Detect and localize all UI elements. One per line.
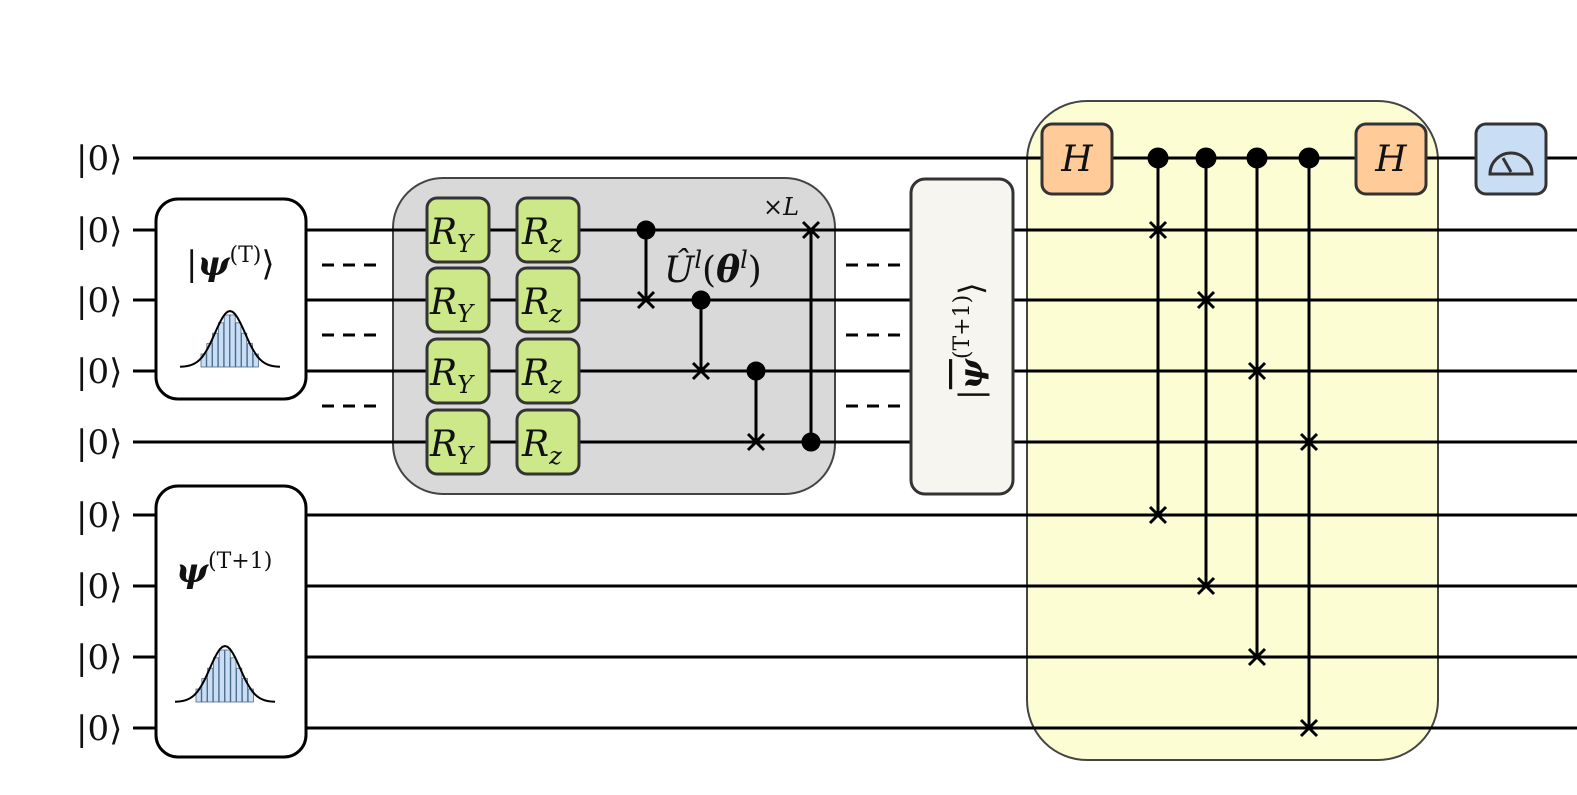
control-dot xyxy=(636,220,656,240)
swap-cross xyxy=(1148,220,1168,525)
wires xyxy=(133,156,1577,730)
bell-curve xyxy=(174,644,276,703)
control-dot xyxy=(1195,147,1217,169)
histogram-bar xyxy=(212,657,219,703)
control-dot xyxy=(801,432,821,452)
target-cross xyxy=(801,220,821,240)
rz-gate-label: Rz xyxy=(521,424,562,470)
histogram-icon xyxy=(179,309,281,368)
state-block-t: |ψ(T)⟩ xyxy=(154,197,308,401)
ry-gate: RY xyxy=(425,337,491,405)
rz-gate-box xyxy=(515,408,581,476)
state-block-t1: ψ(T+1) xyxy=(154,484,308,759)
rz-gate: Rz xyxy=(515,337,581,405)
qubit-label-8: |0⟩ xyxy=(76,709,122,749)
control-dot xyxy=(1246,147,1268,169)
meter-needle xyxy=(1501,157,1513,173)
histogram-bar xyxy=(218,649,225,703)
entangling-ladder xyxy=(636,220,821,452)
qubit-label-5: |0⟩ xyxy=(76,496,122,536)
rz-gate-label: Rz xyxy=(521,353,562,399)
rz-gate-box xyxy=(515,337,581,405)
histogram-bar xyxy=(230,657,237,703)
histogram-bar xyxy=(223,314,230,368)
control-dot xyxy=(1147,147,1169,169)
rotation-gates: RY RY RY RY Rz Rz Rz Rz xyxy=(425,196,581,476)
target-cross xyxy=(636,290,656,310)
state-block-t1-label: ψ(T+1) xyxy=(176,549,272,591)
qubit-label-4: |0⟩ xyxy=(76,423,122,463)
rz-gate-label: Rz xyxy=(521,282,562,328)
state-block-t-label: |ψ(T)⟩ xyxy=(186,243,275,284)
qubit-label-7: |0⟩ xyxy=(76,638,122,678)
ellipsis-dashes xyxy=(322,263,904,408)
ansatz-panel xyxy=(392,177,836,495)
target-cross xyxy=(691,361,711,381)
control-dot xyxy=(1298,147,1320,169)
rz-gate: Rz xyxy=(515,408,581,476)
output-state-block: |ψ(T+1)⟩ xyxy=(909,177,1015,496)
bell-curve xyxy=(179,309,281,368)
repeat-label: ×L xyxy=(763,193,799,221)
hadamard-gate: H xyxy=(1354,122,1428,196)
histogram-bar xyxy=(229,314,236,368)
hadamard-label: H xyxy=(1060,139,1093,180)
state-block-t-box xyxy=(154,197,308,401)
qubit-label-0: |0⟩ xyxy=(76,139,122,179)
ry-gate-label: RY xyxy=(429,282,475,328)
qubit-label-6: |0⟩ xyxy=(76,567,122,607)
ry-gate: RY xyxy=(425,266,491,334)
histogram-bar xyxy=(235,322,242,368)
histogram-bar xyxy=(224,649,231,703)
ry-gate-label: RY xyxy=(429,424,475,470)
histogram-bar xyxy=(236,667,243,703)
ry-gate-box xyxy=(425,337,491,405)
swap-test-panel xyxy=(1026,100,1439,761)
qubit-labels: |0⟩ |0⟩ |0⟩ |0⟩ |0⟩ |0⟩ |0⟩ |0⟩ |0⟩ xyxy=(76,139,122,749)
ry-gate: RY xyxy=(425,408,491,476)
ry-gate-label: RY xyxy=(429,212,475,258)
target-cross xyxy=(746,432,766,452)
meter-icon xyxy=(1474,122,1548,196)
hadamard-label: H xyxy=(1374,139,1407,180)
qubit-label-3: |0⟩ xyxy=(76,352,122,392)
controlled-swaps xyxy=(1147,147,1320,738)
hadamard-gate-box xyxy=(1354,122,1428,196)
hadamard-gate-box xyxy=(1040,122,1114,196)
control-dot xyxy=(746,361,766,381)
rz-gate-box xyxy=(515,266,581,334)
qubit-label-2: |0⟩ xyxy=(76,281,122,321)
rz-gate-label: Rz xyxy=(521,212,562,258)
unitary-label: Ûl(θl) xyxy=(664,246,762,291)
ry-gate-box xyxy=(425,266,491,334)
rz-gate-box xyxy=(515,196,581,264)
ry-gate-label: RY xyxy=(429,353,475,399)
hadamard-gate: H xyxy=(1040,122,1114,196)
rz-gate: Rz xyxy=(515,266,581,334)
state-block-t1-box xyxy=(154,484,308,759)
qubit-label-1: |0⟩ xyxy=(76,211,122,251)
swap-cross xyxy=(1299,432,1319,738)
output-state-box xyxy=(909,177,1015,496)
output-state-label: |ψ(T+1)⟩ xyxy=(950,282,990,400)
ry-gate: RY xyxy=(425,196,491,264)
rz-gate: Rz xyxy=(515,196,581,264)
ry-gate-box xyxy=(425,196,491,264)
swap-cross xyxy=(1247,361,1267,667)
histogram-bar xyxy=(217,322,224,368)
ry-gate-box xyxy=(425,408,491,476)
swap-cross xyxy=(1196,290,1216,596)
histogram-bar xyxy=(241,332,248,368)
measurement-box xyxy=(1474,122,1548,196)
histogram-icon xyxy=(174,644,276,703)
meter-arc xyxy=(1488,151,1534,176)
control-dot xyxy=(691,290,711,310)
